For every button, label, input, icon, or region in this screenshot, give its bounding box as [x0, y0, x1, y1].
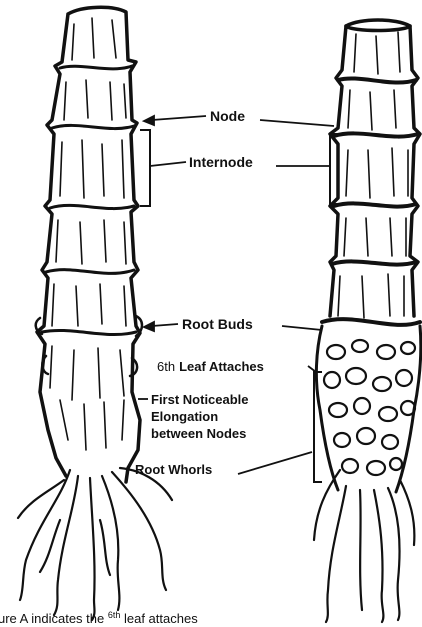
- node-leader-left: [152, 116, 206, 120]
- right-node-band-1: [338, 78, 416, 82]
- first-noticeable-label: First Noticeable: [151, 392, 249, 407]
- right-roots: [314, 470, 414, 622]
- caption-suffix: leaf attaches: [120, 611, 198, 626]
- left-internode-bracket: [140, 130, 150, 206]
- left-node-band-4: [46, 270, 134, 274]
- caption-superscript: 6th: [108, 610, 121, 620]
- root-buds-leader-left: [152, 324, 178, 326]
- right-stalk: [314, 20, 421, 622]
- right-node-band-3: [334, 203, 416, 206]
- left-node-band-2: [52, 125, 134, 128]
- internode-leader-left: [150, 162, 186, 166]
- left-stalk-texture: [50, 18, 126, 450]
- root-buds-leader-right: [282, 326, 322, 330]
- right-node-band-2: [334, 133, 418, 136]
- root-whorls-leader: [238, 452, 312, 474]
- root-buds-arrowhead-left: [144, 322, 154, 331]
- left-node-band-1: [60, 66, 132, 69]
- node-arrowhead-left: [144, 116, 154, 125]
- root-buds-label: Root Buds: [182, 316, 253, 332]
- between-nodes-label: between Nodes: [151, 426, 246, 441]
- sixth-leaf-leader: [308, 366, 316, 372]
- left-node-band-5: [42, 330, 136, 334]
- internode-label: Internode: [189, 154, 253, 170]
- root-whorls-label: Root Whorls: [135, 462, 212, 477]
- elongation-label: Elongation: [151, 409, 218, 424]
- left-node-band-3: [50, 205, 134, 208]
- right-node-band-5: [322, 319, 420, 325]
- right-stalk-texture: [338, 32, 408, 318]
- right-stalk-top: [346, 20, 410, 31]
- right-node-band-4: [332, 261, 416, 264]
- right-root-whorl-loops: [324, 340, 415, 475]
- caption-prefix: ure A indicates the: [0, 611, 108, 626]
- right-stalk-outline: [330, 26, 420, 316]
- node-label: Node: [210, 108, 245, 124]
- sixth-leaf-text: Leaf Attaches: [179, 359, 264, 374]
- sixth-leaf-number: 6th: [157, 359, 175, 374]
- figure-caption: ure A indicates the 6th leaf attaches: [0, 610, 198, 626]
- node-leader-right: [260, 120, 334, 126]
- left-roots: [18, 468, 172, 620]
- left-stalk: [18, 7, 172, 620]
- sixth-leaf-label: 6th Leaf Attaches: [157, 359, 264, 374]
